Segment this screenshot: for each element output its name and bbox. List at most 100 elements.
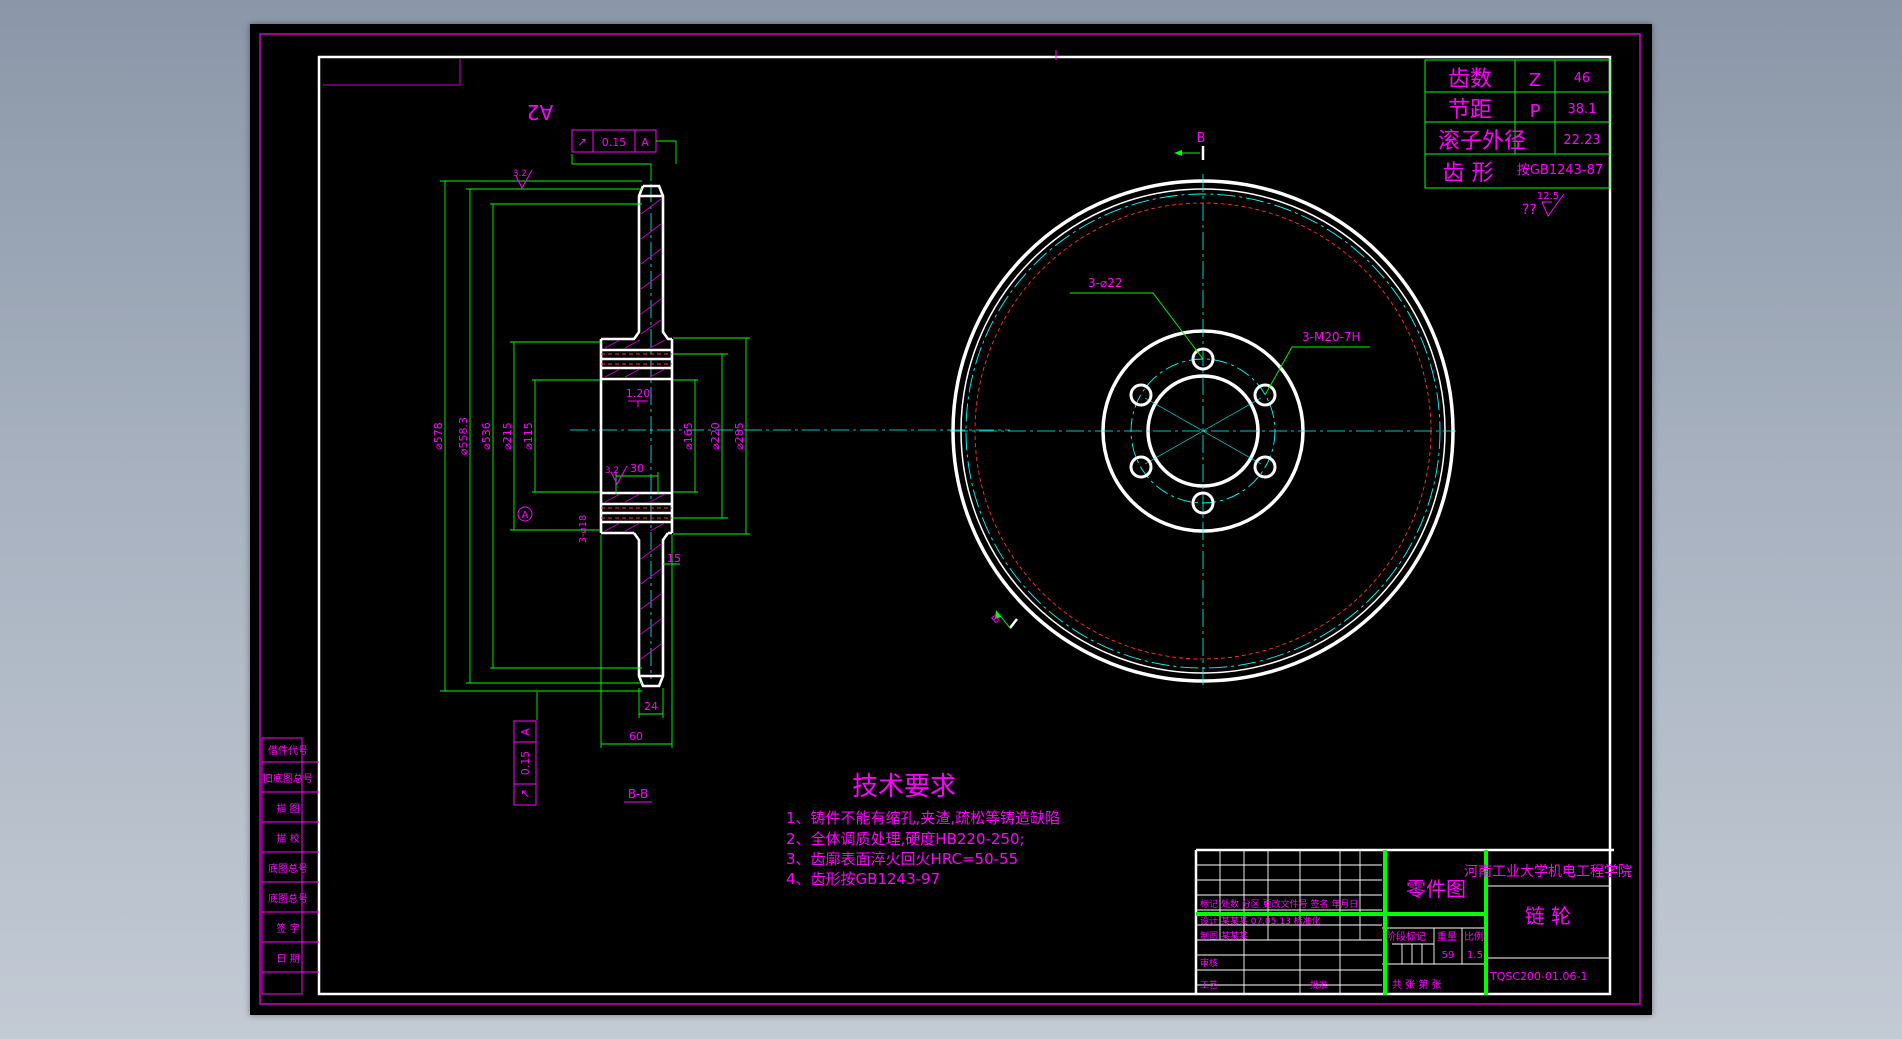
param-row-note: 按GB1243-87 <box>1517 163 1603 178</box>
title-review: 审核 <box>1200 957 1218 969</box>
bolt-holes <box>1129 347 1277 515</box>
outer-frame <box>259 33 1641 1005</box>
tech-req-item: 4、齿形按GB1243-97 <box>786 870 940 888</box>
left-strip-cell: 描 校 <box>276 832 299 845</box>
param-row-value: 46 <box>1574 71 1591 86</box>
callout-threads: 3-M20-7H <box>1264 330 1370 396</box>
dim-label: ⌀536 <box>480 422 493 450</box>
section-dimensions <box>440 154 750 748</box>
dim-label: ⌀578 <box>432 422 445 450</box>
roughness-bore: 1.20 <box>626 387 651 400</box>
title-drawing-type: 零件图 <box>1406 877 1466 901</box>
param-row-value: 38.1 <box>1568 102 1597 117</box>
title-weight: 59 <box>1442 950 1455 961</box>
drawing-sheet[interactable]: A2 齿数 Z 46 节距 P 38.1 滚子外径 22.23 齿 形 按GB1… <box>250 24 1652 1015</box>
left-strip-cell: 底图总号 <box>268 862 308 875</box>
bolt-hole <box>1253 455 1277 479</box>
bolt-hole <box>1191 491 1215 515</box>
bolt-hole <box>1191 347 1215 371</box>
section-hidden-lines <box>601 353 672 519</box>
roughness-other-label: ?? <box>1522 202 1537 218</box>
left-strip: 借件代号 旧底图总号 描 图 描 校 底图总号 底图总号 签 字 日 期 <box>261 737 319 995</box>
roughness-top: 3.2 <box>513 169 527 179</box>
param-table <box>1424 59 1611 189</box>
dim-label: 3-⌀18 <box>578 515 589 544</box>
tol-value: 0.15 <box>519 751 532 776</box>
title-row-marks: 标记 处数 分区 更改文件号 签名 年月日 <box>1200 898 1358 910</box>
title-process: 工艺 <box>1200 980 1218 991</box>
roughness-other-value: 12.5 <box>1537 191 1559 202</box>
section-view[interactable]: ⌀578 ⌀558.3 ⌀536 ⌀215 ⌀115 ⌀165 ⌀220 ⌀28… <box>432 129 1010 806</box>
section-roughness-marks: 3.2 3.2 1.20 <box>513 169 651 486</box>
title-part-name: 链 轮 <box>1525 904 1571 928</box>
bolt-hole <box>1253 383 1277 407</box>
left-strip-cell: 签 字 <box>276 922 299 935</box>
tol-value: 0.15 <box>602 136 627 149</box>
datum-a-label: A <box>522 510 529 521</box>
title-scale: 1.5 <box>1467 950 1483 961</box>
drawing-canvas[interactable]: A2 齿数 Z 46 节距 P 38.1 滚子外径 22.23 齿 形 按GB1… <box>250 24 1652 1015</box>
title-scale-label: 比例 <box>1464 930 1484 943</box>
left-strip-cell: 日 期 <box>276 953 299 965</box>
title-block: 零件图 河南工业大学机电工程学院 链 轮 TQSC200-01.06-1 标记 … <box>1194 848 1632 995</box>
tol-datum: A <box>641 136 649 149</box>
orientation-mark: A2 <box>323 59 553 124</box>
tolerance-frame-top: ↗ 0.15 A <box>571 129 677 164</box>
bolt-hole <box>1129 383 1153 407</box>
roughness-hub: 3.2 <box>605 466 619 476</box>
title-approve: 批准 <box>1310 979 1328 991</box>
tech-req-item: 2、全体调质处理,硬度HB220-250; <box>786 830 1025 848</box>
section-label: B-B <box>628 787 648 801</box>
dim-label: 60 <box>629 730 643 743</box>
bolt-hole <box>1129 455 1153 479</box>
param-row-name: 节距 <box>1448 98 1492 123</box>
param-row-symbol: Z <box>1529 70 1541 91</box>
inner-frame <box>317 55 1612 996</box>
dim-label: 15 <box>667 552 681 565</box>
dim-label: ⌀558.3 <box>457 417 470 455</box>
tol-symbol: ↗ <box>577 135 587 149</box>
param-table-text: 齿数 Z 46 节距 P 38.1 滚子外径 22.23 齿 形 按GB1243… <box>1438 67 1603 186</box>
param-row-name: 滚子外径 <box>1438 129 1526 154</box>
dim-label: 30 <box>630 462 644 475</box>
tech-req-title: 技术要求 <box>852 772 956 802</box>
tolerance-frame-bottom: A 0.15 ↗ <box>513 720 537 806</box>
title-weight-label: 重量 <box>1437 930 1457 943</box>
callout-holes: 3-⌀22 <box>1070 276 1204 360</box>
tech-req-item: 3、齿廓表面淬火回火HRC=50-55 <box>786 850 1018 868</box>
dim-label: ⌀215 <box>501 422 514 450</box>
front-diag-centerline <box>1144 397 1262 465</box>
left-strip-cell: 描 图 <box>276 802 299 815</box>
dim-label: ⌀165 <box>682 422 695 450</box>
tol-datum: A <box>519 728 532 736</box>
title-drawing-no: TQSC200-01.06-1 <box>1489 970 1587 983</box>
title-stage-label: 阶段标记 <box>1386 930 1426 943</box>
section-mark-top: B <box>1174 131 1205 160</box>
front-view[interactable]: B B 3-⌀22 3-M20-7H <box>950 131 1456 689</box>
left-strip-cell: 底图总号 <box>268 892 308 905</box>
left-strip-cell: 旧底图总号 <box>263 772 313 785</box>
section-hatching <box>604 198 666 660</box>
title-school: 河南工业大学机电工程学院 <box>1464 864 1632 880</box>
param-row-name: 齿 形 <box>1443 161 1494 186</box>
title-sheets: 共 张 第 张 <box>1392 978 1442 991</box>
section-mark-bottom: B <box>990 610 1018 629</box>
orientation-mark-label: A2 <box>527 100 553 124</box>
callout-threads-label: 3-M20-7H <box>1302 330 1361 344</box>
roughness-other-mark: ?? 12.5 <box>1522 191 1565 218</box>
param-row-name: 齿数 <box>1448 67 1492 92</box>
param-row-value: 22.23 <box>1563 133 1600 148</box>
dim-label: ⌀220 <box>709 422 722 450</box>
tech-req-item: 1、铸件不能有缩孔,夹渣,疏松等铸造缺陷 <box>786 809 1060 827</box>
param-row-symbol: P <box>1530 101 1541 122</box>
section-dimension-labels: ⌀578 ⌀558.3 ⌀536 ⌀215 ⌀115 ⌀165 ⌀220 ⌀28… <box>432 417 746 743</box>
dim-label: ⌀115 <box>522 422 535 450</box>
dim-label: 24 <box>644 700 658 713</box>
section-outline <box>599 184 674 688</box>
title-drafter-row: 制图 某某某 <box>1200 930 1248 942</box>
tol-symbol: ↗ <box>518 789 532 799</box>
datum-a: A <box>517 506 533 522</box>
tech-requirements: 技术要求 1、铸件不能有缩孔,夹渣,疏松等铸造缺陷 2、全体调质处理,硬度HB2… <box>786 772 1060 888</box>
callout-holes-label: 3-⌀22 <box>1088 276 1122 290</box>
